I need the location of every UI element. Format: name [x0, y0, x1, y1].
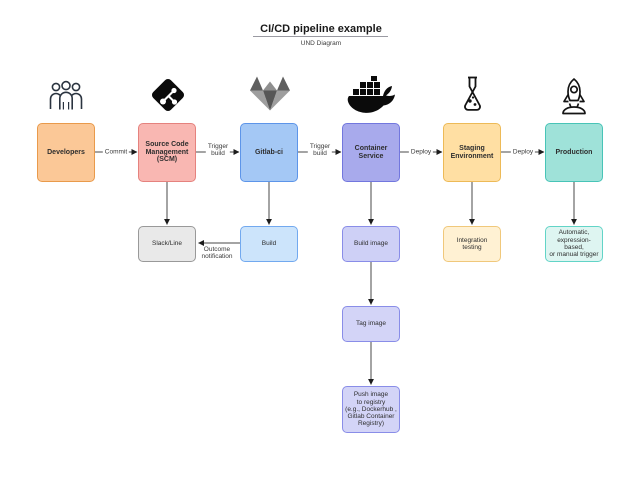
- node-container-service-label: Container Service: [354, 144, 388, 160]
- node-slack-line: Slack/Line: [138, 226, 196, 262]
- edge-label-outcome-notification: Outcome notification: [199, 246, 235, 261]
- node-staging-environment: Staging Environment: [443, 123, 501, 182]
- node-production-label: Production: [555, 148, 593, 156]
- node-tag-image-label: Tag image: [356, 320, 386, 328]
- node-build-image-label: Build image: [354, 240, 388, 248]
- node-push-image-label: Push image to registry (e.g., Dockerhub …: [345, 391, 397, 428]
- docker-icon: [345, 76, 397, 114]
- node-slack-line-label: Slack/Line: [152, 240, 182, 248]
- diagram-title: CI/CD pipeline example: [260, 23, 382, 35]
- node-developers-label: Developers: [47, 148, 85, 156]
- node-gitlab-ci-label: Gitlab-ci: [254, 148, 283, 156]
- title-underline: [253, 36, 388, 37]
- node-production: Production: [545, 123, 603, 182]
- node-container-service: Container Service: [342, 123, 400, 182]
- edge-label-commit: Commit: [102, 148, 130, 156]
- node-scm-label: Source Code Management (SCM): [145, 140, 189, 164]
- team-icon: [48, 80, 84, 112]
- node-staging-label: Staging Environment: [450, 144, 494, 160]
- node-build: Build: [240, 226, 298, 262]
- node-integration-testing: Integration testing: [443, 226, 501, 262]
- gitlab-icon: [248, 74, 292, 113]
- node-integration-testing-label: Integration testing: [456, 236, 488, 251]
- edge-label-deploy-1: Deploy: [408, 148, 434, 156]
- node-gitlab-ci: Gitlab-ci: [240, 123, 298, 182]
- edge-label-trigger-build-2: Trigger build: [307, 142, 333, 158]
- node-build-label: Build: [261, 240, 277, 248]
- node-build-image: Build image: [342, 226, 400, 262]
- node-automatic-trigger-label: Automatic, expression-based, or manual t…: [549, 229, 599, 259]
- rocket-icon: [557, 77, 591, 116]
- diagram-subtitle: UND Diagram: [300, 40, 342, 47]
- edge-label-deploy-2: Deploy: [510, 148, 536, 156]
- node-push-image-to-registry: Push image to registry (e.g., Dockerhub …: [342, 386, 400, 433]
- node-developers: Developers: [37, 123, 95, 182]
- flask-icon: [456, 76, 489, 112]
- node-source-code-management: Source Code Management (SCM): [138, 123, 196, 182]
- edge-label-trigger-build-1: Trigger build: [205, 142, 231, 158]
- node-automatic-trigger: Automatic, expression-based, or manual t…: [545, 226, 603, 262]
- node-tag-image: Tag image: [342, 306, 400, 342]
- git-icon: [150, 77, 186, 113]
